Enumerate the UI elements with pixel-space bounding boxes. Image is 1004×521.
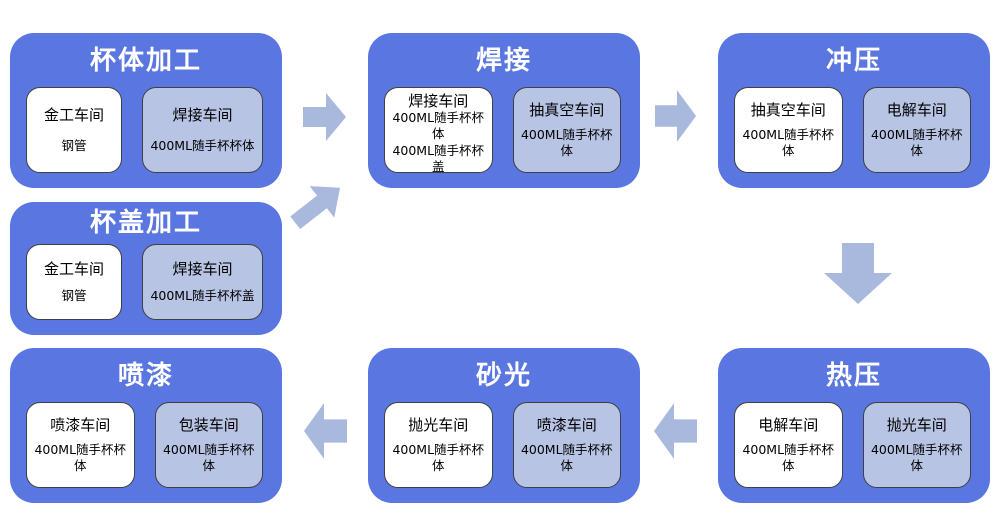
- workshop-items: 钢管: [61, 137, 87, 153]
- workshop-title: 抽真空车间: [529, 100, 605, 119]
- workshop-title: 抛光车间: [408, 415, 469, 434]
- workshop-title: 喷漆车间: [536, 415, 597, 434]
- workshop-title: 喷漆车间: [50, 415, 111, 434]
- process-node-cup-lid: 杯盖加工 金工车间 钢管 焊接车间 400ML随手杯杯盖: [10, 202, 282, 335]
- workshop-card: 抛光车间 400ML随手杯杯体: [862, 402, 971, 488]
- arrow-right-icon: [303, 92, 347, 142]
- workshop-items: 400ML随手杯杯体: [742, 127, 835, 159]
- workshop-title: 焊接车间: [172, 105, 233, 124]
- process-node-welding: 焊接 焊接车间 400ML随手杯杯体 400ML随手杯杯盖 抽真空车间 400M…: [368, 33, 640, 188]
- workshop-row: 金工车间 钢管 焊接车间 400ML随手杯杯体: [10, 85, 282, 188]
- process-node-hot-press: 热压 电解车间 400ML随手杯杯体 抛光车间 400ML随手杯杯体: [718, 348, 990, 503]
- workshop-row: 抽真空车间 400ML随手杯杯体 电解车间 400ML随手杯杯体: [718, 85, 990, 188]
- workshop-title: 焊接车间: [408, 92, 469, 110]
- node-title: 喷漆: [117, 361, 174, 391]
- process-node-sanding: 砂光 抛光车间 400ML随手杯杯体 喷漆车间 400ML随手杯杯体: [368, 348, 640, 503]
- workshop-card: 喷漆车间 400ML随手杯杯体: [512, 402, 621, 488]
- workshop-card: 金工车间 钢管: [26, 87, 122, 173]
- arrow-right-icon: [655, 89, 697, 143]
- workshop-card: 抛光车间 400ML随手杯杯体: [384, 402, 493, 488]
- workshop-card: 电解车间 400ML随手杯杯体: [862, 87, 971, 173]
- workshop-row: 电解车间 400ML随手杯杯体 抛光车间 400ML随手杯杯体: [718, 400, 990, 503]
- node-title: 杯盖加工: [89, 208, 202, 238]
- workshop-items: 钢管: [61, 288, 87, 304]
- workshop-row: 喷漆车间 400ML随手杯杯体 包装车间 400ML随手杯杯体: [10, 400, 282, 503]
- node-title: 砂光: [475, 361, 532, 391]
- workshop-title: 焊接车间: [172, 259, 233, 278]
- workshop-row: 金工车间 钢管 焊接车间 400ML随手杯杯盖: [10, 242, 282, 335]
- workshop-items: 400ML随手杯杯体: [392, 442, 485, 474]
- arrow-left-icon: [303, 402, 347, 460]
- workshop-items: 400ML随手杯杯体: [150, 137, 255, 153]
- workshop-title: 金工车间: [43, 259, 104, 278]
- workshop-card: 焊接车间 400ML随手杯杯体 400ML随手杯杯盖: [384, 87, 493, 174]
- workshop-row: 焊接车间 400ML随手杯杯体 400ML随手杯杯盖 抽真空车间 400ML随手…: [368, 85, 640, 188]
- process-node-cup-body: 杯体加工 金工车间 钢管 焊接车间 400ML随手杯杯体: [10, 33, 282, 188]
- workshop-title: 电解车间: [886, 100, 947, 119]
- workshop-items: 400ML随手杯杯体: [520, 442, 613, 474]
- process-node-stamping: 冲压 抽真空车间 400ML随手杯杯体 电解车间 400ML随手杯杯体: [718, 33, 990, 188]
- workshop-items: 400ML随手杯杯体: [520, 127, 613, 159]
- workshop-card: 包装车间 400ML随手杯杯体: [154, 402, 263, 488]
- workshop-title: 金工车间: [43, 105, 104, 124]
- workshop-card: 焊接车间 400ML随手杯杯盖: [142, 244, 263, 320]
- arrow-down-icon: [823, 243, 893, 305]
- workshop-row: 抛光车间 400ML随手杯杯体 喷漆车间 400ML随手杯杯体: [368, 400, 640, 503]
- workshop-items: 400ML随手杯杯体: [742, 442, 835, 474]
- workshop-card: 抽真空车间 400ML随手杯杯体: [734, 87, 843, 173]
- workshop-title: 包装车间: [178, 415, 239, 434]
- workshop-items: 400ML随手杯杯体: [870, 127, 963, 159]
- workshop-title: 电解车间: [758, 415, 819, 434]
- node-title: 热压: [825, 361, 882, 391]
- workshop-title: 抛光车间: [886, 415, 947, 434]
- workshop-card: 喷漆车间 400ML随手杯杯体: [26, 402, 135, 488]
- workshop-title: 抽真空车间: [750, 100, 826, 119]
- workshop-card: 抽真空车间 400ML随手杯杯体: [512, 87, 621, 173]
- workshop-items: 400ML随手杯杯体: [870, 442, 963, 474]
- arrow-up-right-icon: [282, 171, 354, 240]
- workshop-items: 400ML随手杯杯盖: [150, 288, 255, 304]
- arrow-left-icon: [653, 402, 697, 460]
- node-title: 冲压: [825, 46, 882, 76]
- workshop-items: 400ML随手杯杯体 400ML随手杯杯盖: [392, 110, 485, 174]
- node-title: 焊接: [475, 46, 532, 76]
- workshop-card: 金工车间 钢管: [26, 244, 122, 320]
- process-node-painting: 喷漆 喷漆车间 400ML随手杯杯体 包装车间 400ML随手杯杯体: [10, 348, 282, 503]
- workshop-items: 400ML随手杯杯体: [34, 442, 127, 474]
- workshop-card: 电解车间 400ML随手杯杯体: [734, 402, 843, 488]
- workshop-items: 400ML随手杯杯体: [162, 442, 255, 474]
- workshop-card: 焊接车间 400ML随手杯杯体: [142, 87, 263, 173]
- node-title: 杯体加工: [89, 46, 202, 76]
